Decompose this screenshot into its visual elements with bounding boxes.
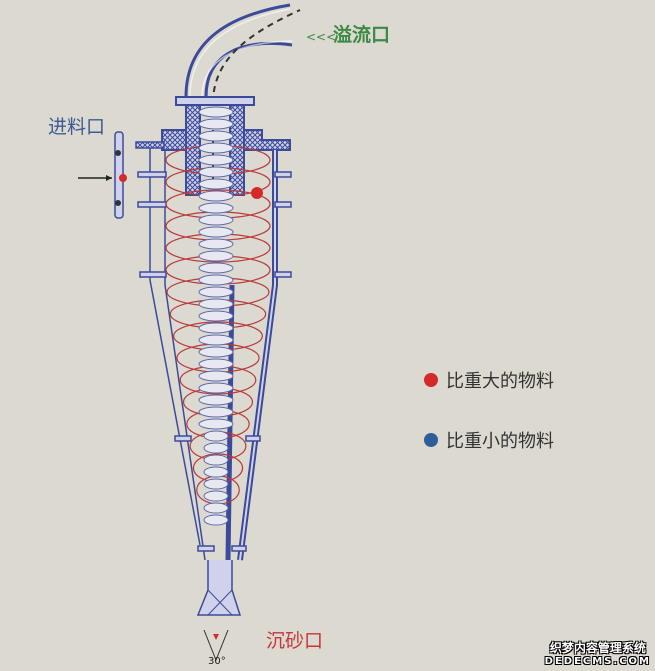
support-frame bbox=[149, 148, 201, 546]
vortex-loop bbox=[198, 322, 234, 334]
vortex-loop bbox=[203, 466, 229, 478]
vortex-loop bbox=[203, 442, 229, 454]
vortex-loop bbox=[198, 406, 234, 418]
vortex-loop bbox=[198, 118, 234, 130]
vortex-loop bbox=[198, 178, 234, 190]
flow-dashed-line bbox=[212, 9, 301, 180]
overflow-label: 溢流口 bbox=[333, 24, 391, 46]
vortex-loop bbox=[198, 202, 234, 214]
vortex-loop bbox=[203, 514, 229, 526]
watermark-line2: DEDECMS.COM bbox=[544, 656, 651, 667]
vortex-loop bbox=[203, 490, 229, 502]
legend-heavy-label: 比重大的物料 bbox=[446, 371, 554, 392]
vortex-loop bbox=[198, 106, 234, 118]
spray-angle bbox=[203, 629, 229, 662]
cyclone-wall-left bbox=[164, 150, 206, 561]
vortex-loop bbox=[198, 166, 234, 178]
vortex-loop bbox=[198, 154, 234, 166]
vortex-loop bbox=[198, 310, 234, 322]
vortex-loop bbox=[203, 430, 229, 442]
underflow-label: 沉砂口 bbox=[266, 630, 324, 652]
vortex-loop bbox=[198, 238, 234, 250]
vortex-loop bbox=[198, 190, 234, 202]
legend-heavy: 比重大的物料 bbox=[424, 367, 554, 393]
vortex-loop bbox=[198, 226, 234, 238]
vortex-loop bbox=[198, 334, 234, 346]
feed-label: 进料口 bbox=[48, 116, 106, 138]
vortex-loop bbox=[198, 358, 234, 370]
overflow-arrows: <<< bbox=[306, 30, 337, 44]
legend-light: 比重小的物料 bbox=[424, 427, 554, 453]
legend-light-label: 比重小的物料 bbox=[446, 431, 554, 452]
apex-nozzle bbox=[196, 560, 242, 616]
vortex-loop bbox=[203, 478, 229, 490]
vortex-loop bbox=[198, 286, 234, 298]
vortex-loop bbox=[198, 382, 234, 394]
blue-dot-icon bbox=[424, 433, 438, 447]
vortex-loop bbox=[203, 454, 229, 466]
light-material-vortex bbox=[198, 106, 234, 526]
vortex-loop bbox=[198, 214, 234, 226]
vortex-loop bbox=[203, 502, 229, 514]
angle-label: 30° bbox=[208, 656, 226, 667]
watermark-line1: 织梦内容管理系统 bbox=[549, 641, 646, 655]
vortex-loop bbox=[198, 142, 234, 154]
vortex-loop bbox=[198, 346, 234, 358]
overflow-pipe bbox=[184, 3, 293, 98]
vortex-loop bbox=[198, 262, 234, 274]
vortex-loop bbox=[198, 250, 234, 262]
vortex-flange bbox=[175, 96, 255, 106]
vortex-loop bbox=[198, 394, 234, 406]
vortex-loop bbox=[198, 130, 234, 142]
vortex-loop bbox=[198, 370, 234, 382]
vortex-loop bbox=[198, 418, 234, 430]
vortex-loop bbox=[198, 274, 234, 286]
heavy-particle bbox=[251, 187, 263, 199]
vortex-loop bbox=[198, 298, 234, 310]
red-dot-icon bbox=[424, 373, 438, 387]
